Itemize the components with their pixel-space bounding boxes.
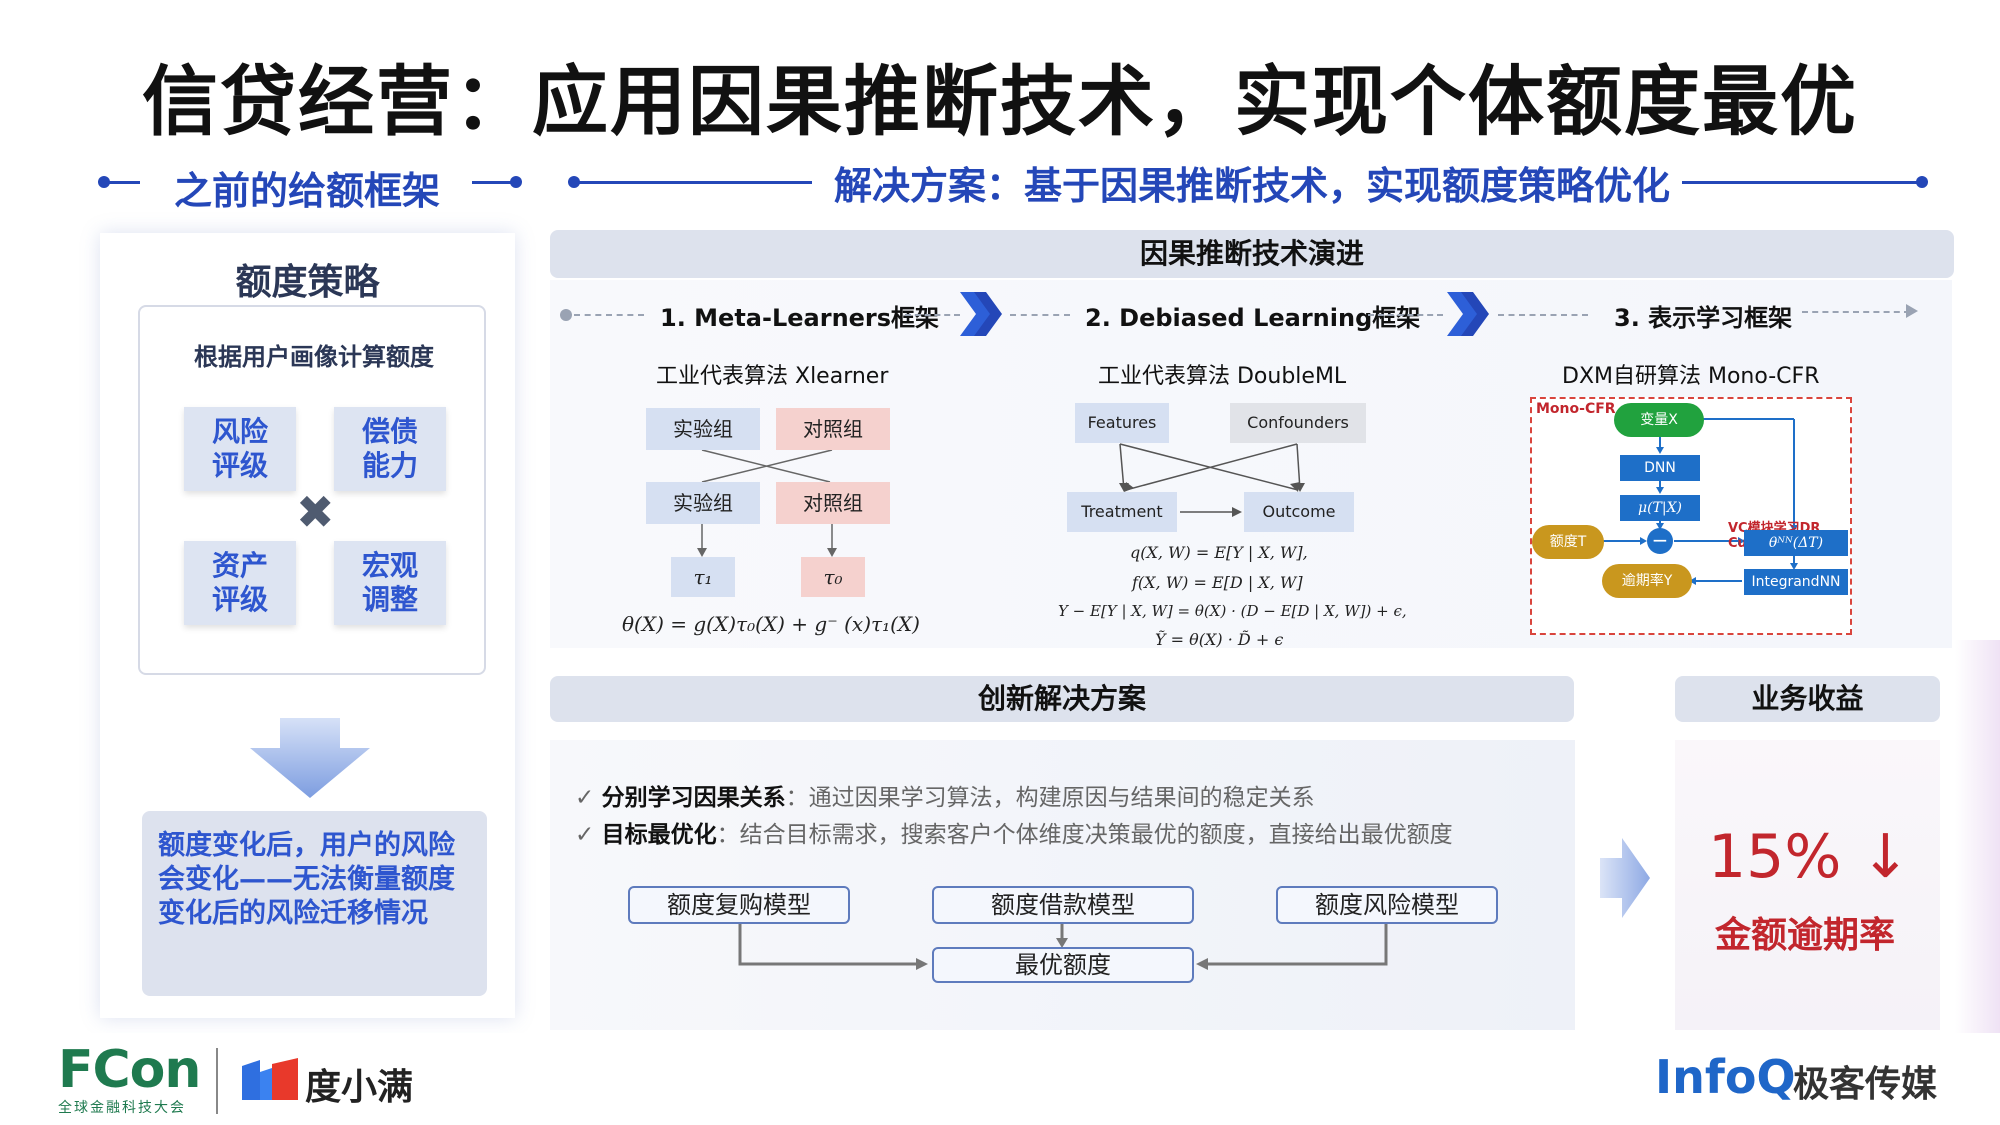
fcon-logo: FCon — [58, 1040, 201, 1100]
confounders-node: Confounders — [1230, 403, 1366, 443]
outcome-node: Outcome — [1244, 492, 1354, 532]
doubleml-eq-1: q(X, W) = E[Y | X, W], — [1130, 543, 1308, 562]
bullet-target-optimization: ✓ 目标最优化：结合目标需求，搜索客户个体维度决策最优的额度，直接给出最优额度 — [575, 815, 1453, 849]
integrand-nn-node: IntegrandNN — [1744, 569, 1848, 595]
tau0-node: τ₀ — [801, 557, 865, 597]
algo-monocfr: DXM自研算法 Mono-CFR — [1562, 364, 1820, 389]
timeline-dash — [574, 314, 644, 316]
borrowing-model: 额度借款模型 — [932, 886, 1194, 924]
xlearner-connectors — [697, 449, 837, 557]
doubleml-connectors — [1119, 443, 1305, 517]
timeline-start-dot — [560, 309, 572, 321]
evolution-banner: 因果推断技术演进 — [550, 230, 1954, 278]
bullet-bold: 目标最优化 — [601, 822, 717, 848]
down-arrow-icon — [250, 718, 370, 798]
risk-model: 额度风险模型 — [1276, 886, 1498, 924]
gain-value: 15% ↓ — [1708, 822, 1911, 892]
algo-doubleml: 工业代表算法 DoubleML — [1098, 364, 1347, 389]
step-meta-learners: 1. Meta-Learners框架 — [660, 304, 940, 332]
right-heading-dot-right — [1916, 176, 1928, 188]
theta-nn-node: θᴺᴺ(ΔT) — [1744, 530, 1848, 556]
quota-t-node: 额度T — [1532, 525, 1604, 559]
monocfr-box-label: Mono-CFR — [1536, 401, 1616, 417]
tile-asset-rating: 资产 评级 — [184, 541, 296, 625]
repurchase-model: 额度复购模型 — [628, 886, 850, 924]
bullet-bold: 分别学习因果关系 — [601, 785, 786, 811]
risk-note: 额度变化后，用户的风险会变化——无法衡量额度变化后的风险迁移情况 — [142, 811, 487, 996]
control-group-node: 对照组 — [776, 408, 890, 450]
quota-strategy-panel: 额度策略 根据用户画像计算额度 风险 评级 偿债 能力 ✖ 资产 评级 宏观 调… — [100, 233, 515, 1018]
timeline-dash — [1368, 314, 1443, 316]
check-icon: ✓ — [575, 785, 602, 811]
quota-strategy-title: 额度策略 — [235, 262, 380, 303]
fcon-subtitle: 全球金融科技大会 — [58, 1100, 186, 1116]
step-debiased-learning: 2. Debiased Learning框架 — [1085, 304, 1421, 332]
overdue-y-node: 逾期率Y — [1602, 564, 1692, 598]
dnn-node: DNN — [1620, 455, 1700, 481]
timeline-dash — [905, 314, 960, 316]
xlearner-formula: θ(X) = g(X)τ₀(X) + g⁻ (x)τ₁(X) — [622, 612, 920, 636]
left-heading-line-left — [104, 181, 140, 184]
variable-x-node: 变量X — [1614, 403, 1704, 437]
model-flow-connectors — [738, 922, 1388, 970]
optimal-quota: 最优额度 — [932, 947, 1194, 983]
doubleml-eq-4: Ỹ = θ(X) · D̃ + ϵ — [1155, 630, 1284, 649]
multiply-icon: ✖ — [296, 485, 335, 539]
dxm-logo-text: 度小满 — [305, 1067, 414, 1108]
left-heading-line-right — [472, 181, 512, 184]
timeline-dash — [1010, 314, 1070, 316]
bullet-causal-learning: ✓ 分别学习因果关系：通过因果学习算法，构建原因与结果间的稳定关系 — [575, 778, 1315, 812]
tile-macro-adjust: 宏观 调整 — [334, 541, 446, 625]
chevron-right-icon — [1447, 292, 1489, 336]
control-group-node-2: 对照组 — [776, 482, 890, 524]
treatment-group-node: 实验组 — [646, 408, 760, 450]
features-node: Features — [1075, 403, 1169, 443]
dxm-logo-icon — [242, 1058, 298, 1100]
doubleml-eq-3: Y − E[Y | X, W] = θ(X) · (D − E[D | X, W… — [1058, 602, 1407, 620]
tile-repay-ability: 偿债 能力 — [334, 407, 446, 491]
check-icon: ✓ — [575, 822, 602, 848]
innovation-banner: 创新解决方案 — [550, 676, 1574, 722]
profile-subtitle: 根据用户画像计算额度 — [194, 343, 434, 371]
algo-xlearner: 工业代表算法 Xlearner — [656, 364, 889, 389]
timeline-dash — [1802, 311, 1910, 313]
monocfr-connectors — [1592, 418, 1798, 585]
left-heading-dot-right — [510, 176, 522, 188]
chevron-right-icon — [960, 292, 1002, 336]
step-representation-learning: 3. 表示学习框架 — [1614, 304, 1793, 332]
right-heading-line-left — [574, 181, 812, 184]
timeline-arrow-icon — [1906, 304, 1918, 318]
gain-label: 金额逾期率 — [1715, 915, 1896, 956]
right-heading-line-right — [1682, 181, 1922, 184]
bullet-text: ：通过因果学习算法，构建原因与结果间的稳定关系 — [785, 785, 1315, 811]
footer — [0, 1033, 2000, 1125]
tile-risk-rating: 风险 评级 — [184, 407, 296, 491]
left-section-heading: 之前的给额框架 — [174, 169, 441, 213]
page-title: 信贷经营：应用因果推断技术，实现个体额度最优 — [142, 57, 1858, 146]
infoq-media-text: 极客传媒 — [1793, 1064, 1938, 1105]
business-gain-banner: 业务收益 — [1675, 676, 1940, 722]
right-arrow-icon — [1600, 838, 1650, 918]
gain-area — [1675, 740, 1940, 1030]
infoq-logo: InfoQ — [1655, 1050, 1796, 1104]
minus-icon: − — [1647, 528, 1673, 554]
timeline-dash — [1498, 314, 1588, 316]
monocfr-diagram: Mono-CFR 变量X DNN μ(T|X) VC模块学习DR Curve 额… — [1530, 397, 1852, 635]
doubleml-eq-2: f(X, W) = E[D | X, W] — [1132, 573, 1303, 592]
tau1-node: τ₁ — [671, 557, 735, 597]
treatment-node: Treatment — [1067, 492, 1177, 532]
profile-box: 根据用户画像计算额度 风险 评级 偿债 能力 ✖ 资产 评级 宏观 调整 — [138, 305, 486, 675]
right-section-heading: 解决方案：基于因果推断技术，实现额度策略优化 — [834, 164, 1671, 208]
mu-node: μ(T|X) — [1620, 495, 1700, 521]
footer-divider — [216, 1048, 218, 1114]
bullet-text: ：结合目标需求，搜索客户个体维度决策最优的额度，直接给出最优额度 — [716, 822, 1453, 848]
treatment-group-node-2: 实验组 — [646, 482, 760, 524]
side-glow — [1955, 640, 2000, 1040]
